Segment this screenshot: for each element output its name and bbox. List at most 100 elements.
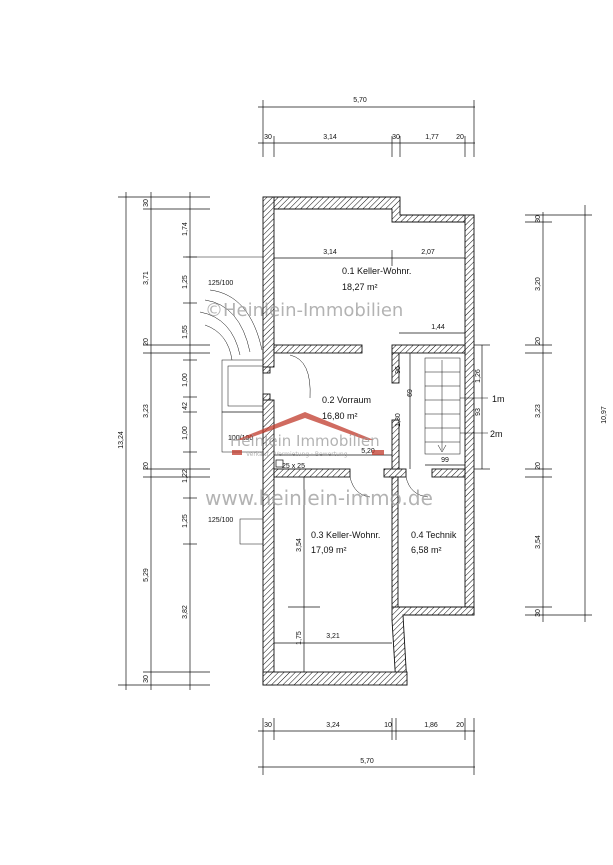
dim-inner-100b: 1,00 (182, 426, 189, 440)
dim-top-20: 20 (456, 134, 464, 141)
door-arc-technik (405, 476, 429, 498)
window-frame-left-4 (239, 518, 264, 545)
logo-bar-right (372, 450, 384, 455)
dim-left-30b: 30 (143, 675, 150, 683)
wall-outer-bottom (262, 671, 408, 686)
room-03-name: 0.3 Keller-Wohnr. (311, 530, 380, 540)
wall-outer-top (263, 196, 475, 223)
stair-label-1m: 1m (492, 394, 505, 404)
dim-bottom-324: 3,24 (326, 722, 340, 729)
room-01-name: 0.1 Keller-Wohnr. (342, 266, 411, 276)
dim-top-overall: 5,70 (353, 97, 367, 104)
wall-outer-right (464, 214, 475, 616)
dim-left-20b: 20 (143, 462, 150, 470)
wall-int-h1-right (391, 344, 466, 354)
dim-right-30a: 30 (535, 215, 542, 223)
room-01-area: 18,27 m² (342, 282, 378, 292)
dim-room-520: 5,20 (361, 448, 375, 455)
dim-inner-100a: 1,00 (182, 373, 189, 387)
dim-room-126: 1,26 (475, 369, 482, 383)
openings (186, 256, 488, 545)
dim-room-314: 3,14 (323, 249, 337, 256)
stair-right-box (424, 357, 461, 455)
window-frame-left-2 (227, 365, 264, 407)
watermarks: ©Heinlein-Immobilien Heinlein Immobilien… (205, 300, 433, 510)
stair-arrow-head (437, 444, 447, 453)
dim-right-354: 3,54 (535, 535, 542, 549)
dim-top-30a: 30 (264, 134, 272, 141)
window-label-125-100a: 125/100 (208, 280, 233, 287)
room-02-name: 0.2 Vorraum (322, 395, 371, 405)
dim-bottom-overall: 5,70 (360, 758, 374, 765)
dim-bottom-186: 1,86 (424, 722, 438, 729)
dim-left-overall: 13,24 (118, 431, 125, 449)
dim-top-314: 3,14 (323, 134, 337, 141)
dim-room-207: 2,07 (421, 249, 435, 256)
dim-room-354: 3,54 (296, 538, 303, 552)
dim-room-144: 1,44 (431, 324, 445, 331)
dim-room-69: 69 (407, 389, 414, 397)
dim-bottom-30: 30 (264, 722, 272, 729)
dim-inner-42: 42 (182, 402, 189, 410)
dimension-labels: 5,70 30 3,14 30 1,77 20 30 3,24 10 1,86 … (118, 97, 608, 765)
dim-right-30b: 30 (535, 609, 542, 617)
wall-int-h2-left (273, 468, 351, 478)
door-arc-keller3 (349, 476, 371, 498)
stair-label-2m: 2m (490, 429, 503, 439)
dim-bottom-10: 10 (384, 722, 392, 729)
dim-top-177: 1,77 (425, 134, 439, 141)
dim-inner-125a: 1,25 (182, 275, 189, 289)
dim-room-96: 96 (395, 366, 402, 374)
dim-left-30a: 30 (143, 199, 150, 207)
wall-int-h1-left (273, 344, 363, 354)
dim-bottom-20: 20 (456, 722, 464, 729)
curved-stair-left (199, 289, 263, 361)
dim-room-175: 1,75 (296, 631, 303, 645)
room-02-area: 16,80 m² (322, 411, 358, 421)
dim-right-323: 3,23 (535, 404, 542, 418)
watermark-logo-tagline: Verkauf · Vermietung · Bewertung (246, 451, 348, 458)
watermark-logo-title: Heinlein Immobilien (230, 432, 380, 450)
dim-room-180: 1,80 (395, 413, 402, 427)
wall-int-v2 (391, 419, 400, 470)
room-04-area: 6,58 m² (411, 545, 442, 555)
logo-bar (232, 450, 242, 455)
wall-int-h2-right (431, 468, 466, 478)
dim-right-20a: 20 (535, 337, 542, 345)
chimney-square (275, 459, 284, 468)
dim-left-529: 5,29 (143, 568, 150, 582)
watermark-url: www.heinlein-immo.de (205, 486, 433, 510)
dim-inner-382: 3,82 (182, 605, 189, 619)
room-labels: 0.1 Keller-Wohnr. 18,27 m² 0.2 Vorraum 1… (311, 266, 457, 555)
room-04-name: 0.4 Technik (411, 530, 457, 540)
walls (262, 196, 475, 686)
dim-room-93: 93 (475, 408, 482, 416)
dim-left-371: 3,71 (143, 271, 150, 285)
dim-right-320: 3,20 (535, 277, 542, 291)
dim-room-321: 3,21 (326, 633, 340, 640)
dim-left-323: 3,23 (143, 404, 150, 418)
dim-right-20b: 20 (535, 462, 542, 470)
dim-left-20a: 20 (143, 338, 150, 346)
dimension-lines (118, 100, 592, 775)
dim-room-25x25: 25 x 25 (282, 463, 305, 470)
room-03-area: 17,09 m² (311, 545, 347, 555)
wall-int-v3 (391, 476, 399, 608)
dim-top-30b: 30 (392, 134, 400, 141)
dim-right-overall: 10,97 (601, 406, 608, 424)
dim-inner-155: 1,55 (182, 325, 189, 339)
door-arc-vorraum (289, 354, 311, 399)
wall-int-h2-mid (383, 468, 407, 478)
logo-roof-icon (236, 412, 374, 440)
wall-int-stub2 (262, 393, 271, 401)
watermark-top: ©Heinlein-Immobilien (205, 300, 403, 321)
dim-room-99: 99 (441, 457, 449, 464)
wall-int-v1 (391, 352, 400, 384)
wall-outer-left-upper (262, 196, 275, 368)
dim-inner-122: 1,22 (182, 469, 189, 483)
dim-inner-174: 1,74 (182, 222, 189, 236)
dim-inner-125b: 1,25 (182, 514, 189, 528)
window-label-125-100b: 125/100 (208, 517, 233, 524)
wall-int-stub (262, 366, 271, 374)
